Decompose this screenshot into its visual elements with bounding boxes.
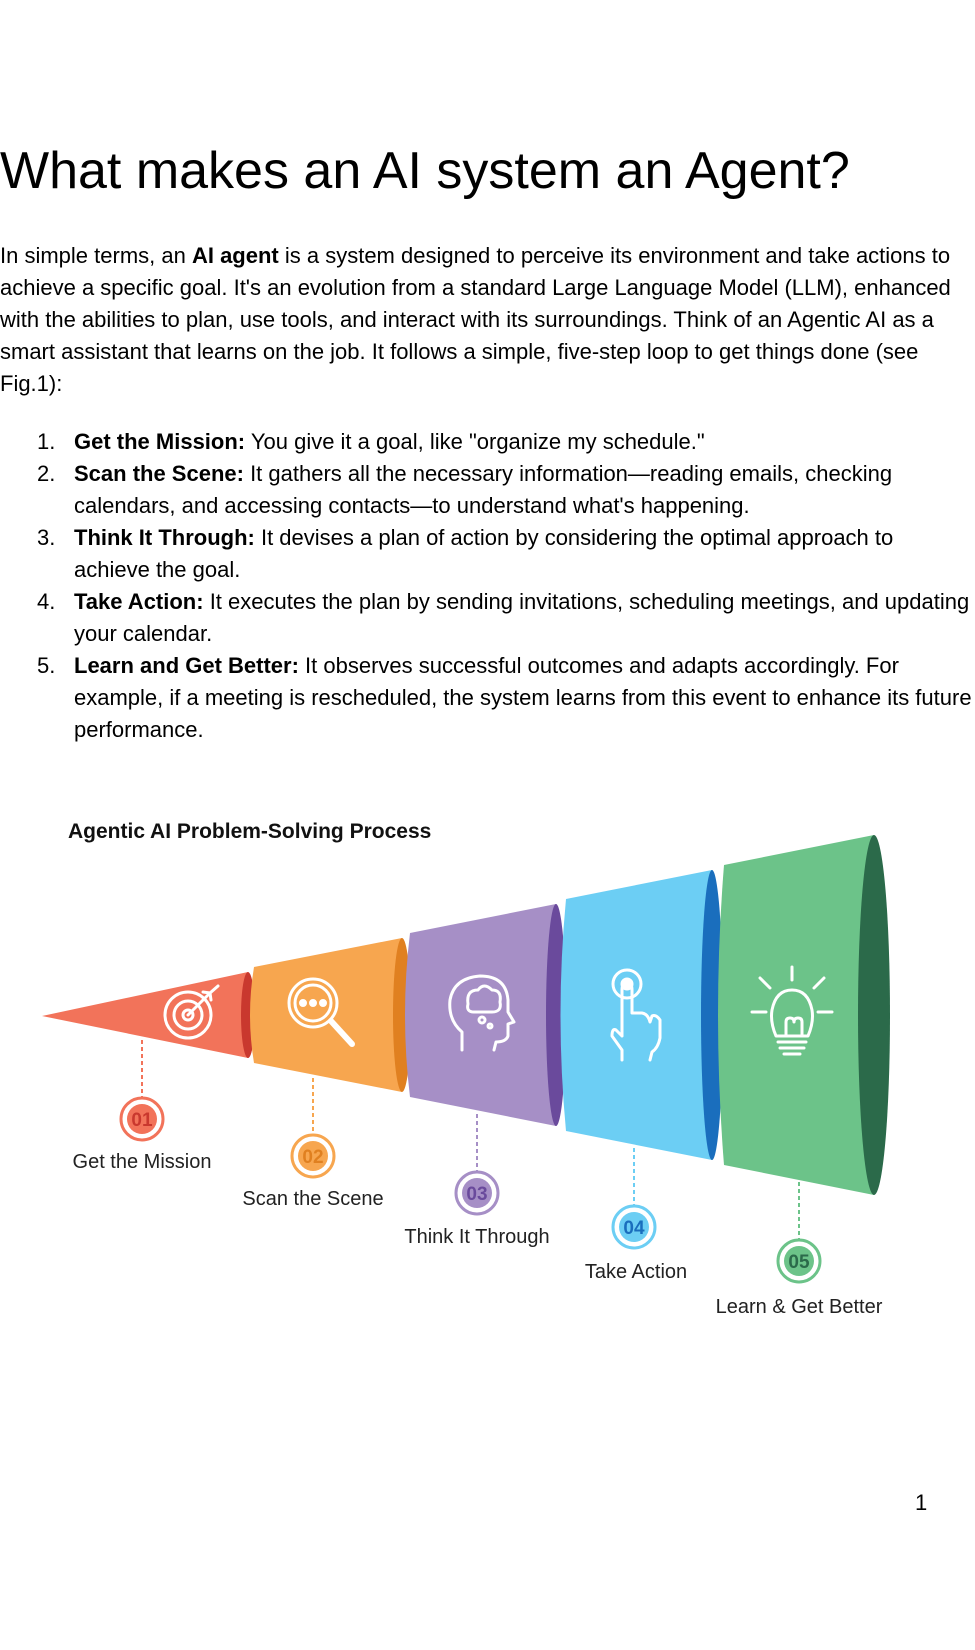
list-item: 4. Take Action: It executes the plan by s… [0,586,975,650]
stage-04-segment [560,870,723,1160]
list-item-text: It gathers all the necessary information… [74,461,893,518]
process-figure: Agentic AI Problem-Solving Process [42,820,890,1318]
list-item-number: 2. [37,461,56,486]
stage-03-segment [405,904,566,1126]
figure-title: Agentic AI Problem-Solving Process [68,820,431,843]
list-item-number: 1. [37,429,56,454]
list-item-number: 3. [37,525,56,550]
brain-head-icon [448,974,516,1052]
magnifier-icon [287,977,355,1047]
list-item-text: It executes the plan by sending invitati… [74,589,970,646]
stage-02-segment [250,938,411,1092]
stage-02-badge: 02 [290,1133,336,1179]
stage-01-number: 01 [131,1110,153,1131]
target-icon [163,984,220,1040]
stage-02-number: 02 [302,1147,323,1168]
list-item-text: You give it a goal, like "organize my sc… [245,429,705,454]
stage-05-label: Learn & Get Better [716,1296,883,1318]
intro-bold-term: AI agent [191,243,279,268]
intro-text-start: In simple terms, an [0,243,192,268]
pointer-hand-icon [610,968,662,1062]
stage-04-number: 04 [623,1218,645,1239]
stage-01-segment [42,972,255,1058]
list-item-title: Learn and Get Better: [74,653,299,678]
list-item: 1. Get the Mission: You give it a goal, l… [0,426,975,458]
intro-text-rest: is a system designed to perceive its env… [0,243,951,396]
list-item-title: Think It Through: [74,525,255,550]
page-number: 1 [915,1490,928,1515]
list-item-number: 4. [37,589,56,614]
list-item-number: 5. [37,653,56,678]
stage-01-badge: 01 [119,1096,165,1142]
list-item-title: Get the Mission: [74,429,246,454]
stage-02-label: Scan the Scene [242,1188,383,1210]
list-item: 5. Learn and Get Better: It observes succ… [0,650,975,746]
lightbulb-icon [750,965,834,1056]
steps-list: 1. Get the Mission: You give it a goal, l… [0,426,975,746]
list-item-text: It devises a plan of action by consideri… [74,525,894,582]
stage-04-label: Take Action [585,1261,687,1283]
list-item-title: Take Action: [74,589,204,614]
stage-05-number: 05 [788,1252,810,1273]
list-item-title: Scan the Scene: [74,461,244,486]
stage-04-badge: 04 [611,1204,657,1250]
stage-05-segment [718,835,890,1195]
stage-03-badge: 03 [454,1170,500,1216]
stage-03-label: Think It Through [404,1226,549,1248]
list-item: 3. Think It Through: It devises a plan of… [0,522,975,586]
stage-03-number: 03 [466,1184,487,1205]
list-item-text: It observes successful outcomes and adap… [74,653,972,742]
page-title: What makes an AI system an Agent? [0,142,850,200]
list-item: 2. Scan the Scene: It gathers all the nec… [0,458,975,522]
stage-01-label: Get the Mission [73,1151,212,1173]
stage-05-badge: 05 [776,1238,822,1284]
intro-paragraph: In simple terms, an AI agent is a system… [0,240,960,400]
